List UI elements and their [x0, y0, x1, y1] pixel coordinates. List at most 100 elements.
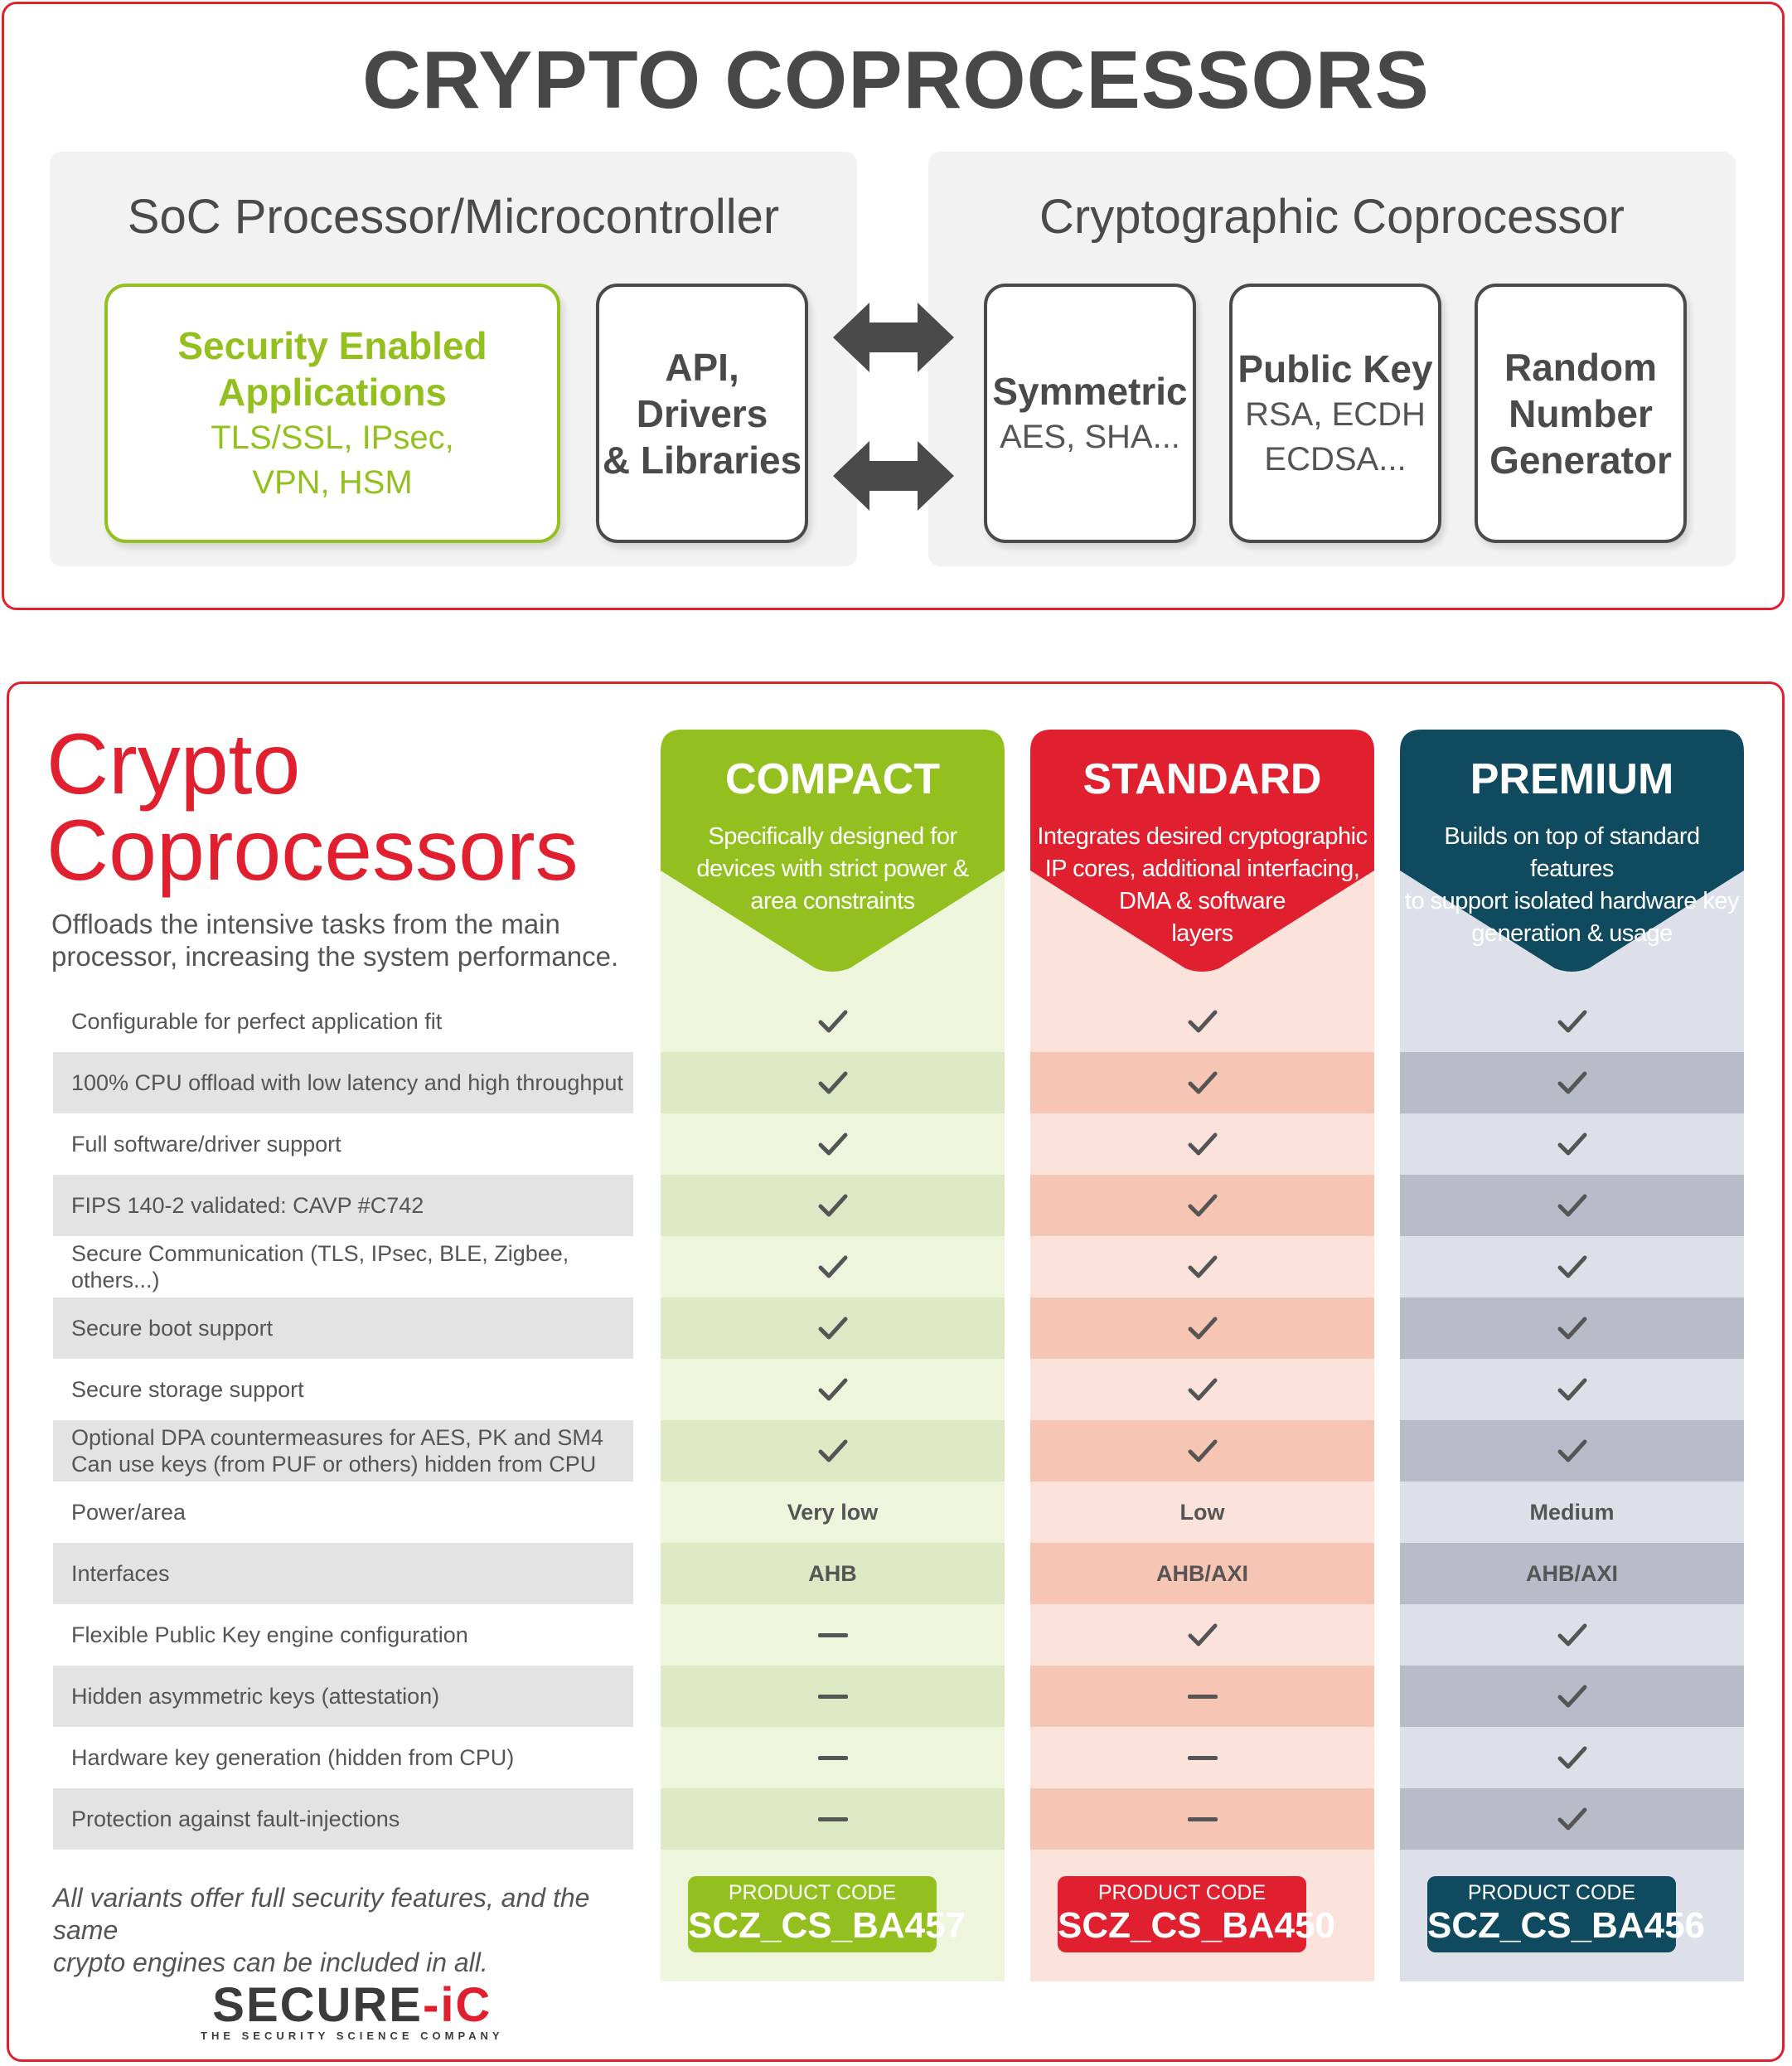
- table-cell: AHB: [661, 1543, 1005, 1604]
- api-card: API, Drivers & Libraries: [596, 284, 808, 543]
- table-cell: [1400, 991, 1744, 1052]
- check-icon: [818, 1255, 847, 1278]
- row-label-line: Full software/driver support: [71, 1132, 341, 1157]
- table-cell: [661, 1175, 1005, 1236]
- cell-value: AHB/AXI: [1525, 1560, 1618, 1586]
- table-cell: [1030, 1727, 1374, 1788]
- row-label-text: Secure storage support: [71, 1376, 304, 1403]
- table-cell: [1400, 1604, 1744, 1666]
- check-icon: [1557, 1378, 1586, 1401]
- symmetric-card: Symmetric AES, SHA...: [984, 284, 1196, 543]
- table-cell: [1030, 1052, 1374, 1113]
- comparison-title-2: Coprocessors: [46, 803, 579, 899]
- company-logo: SECURE-iC THE SECURITY SCIENCE COMPANY: [201, 1977, 504, 2042]
- cell-value: Medium: [1529, 1499, 1615, 1525]
- cell-value: Low: [1179, 1499, 1225, 1525]
- table-cell: [1400, 1666, 1744, 1727]
- rng-line-2: Number: [1509, 391, 1653, 435]
- symmetric-sub: AES, SHA...: [1000, 418, 1180, 455]
- pk-sub-2: ECDSA...: [1264, 440, 1407, 478]
- logo-mark: -iC: [423, 1978, 492, 2032]
- product-code-label: PRODUCT CODE: [1467, 1881, 1636, 1904]
- check-icon: [1188, 1378, 1217, 1401]
- row-label-line: Interfaces: [71, 1561, 170, 1586]
- product-code-value: SCZ_CS_BA457: [688, 1905, 966, 1946]
- row-label-text: Configurable for perfect application fit: [71, 1008, 442, 1035]
- table-cell: [1030, 1175, 1374, 1236]
- table-cell: [661, 991, 1005, 1052]
- security-title-2: Applications: [217, 370, 448, 414]
- api-line-3: & Libraries: [602, 438, 802, 482]
- product-code-label: PRODUCT CODE: [1097, 1881, 1267, 1904]
- double-arrow-icon: [833, 441, 954, 511]
- footnote-line-2: crypto engines can be included in all.: [53, 1947, 488, 1977]
- row-label: FIPS 140-2 validated: CAVP #C742: [53, 1175, 633, 1236]
- row-label: Hidden asymmetric keys (attestation): [53, 1666, 633, 1727]
- security-apps-card: Security Enabled Applications TLS/SSL, I…: [104, 284, 560, 543]
- row-label-line: Power/area: [71, 1500, 186, 1525]
- row-label-line: Hardware key generation (hidden from CPU…: [71, 1745, 515, 1770]
- table-cell: [1400, 1297, 1744, 1359]
- table-cell: [1400, 1052, 1744, 1113]
- table-cell: AHB/AXI: [1030, 1543, 1374, 1604]
- column-description-line: generation & usage: [1471, 920, 1673, 947]
- rng-card: Random Number Generator: [1475, 284, 1687, 543]
- table-cell: [1030, 1604, 1374, 1666]
- column-description-line: DMA & software: [1119, 888, 1286, 914]
- table-cell: [1400, 1727, 1744, 1788]
- dash-icon: [817, 1694, 848, 1699]
- comparison-subtitle: Offloads the intensive tasks from the ma…: [51, 909, 619, 972]
- table-cell: [661, 1420, 1005, 1482]
- check-icon: [1188, 1317, 1217, 1340]
- column-description-line: Builds on top of standard features: [1444, 823, 1700, 882]
- table-cell: Medium: [1400, 1482, 1744, 1543]
- table-cell: [661, 1788, 1005, 1850]
- table-cell: Very low: [661, 1482, 1005, 1543]
- security-sub-2: VPN, HSM: [252, 463, 413, 501]
- check-icon: [1557, 1010, 1586, 1033]
- row-label: Protection against fault-injections: [53, 1788, 633, 1850]
- table-cell: [1030, 1420, 1374, 1482]
- table-cell: [661, 1236, 1005, 1297]
- check-icon: [1188, 1439, 1217, 1462]
- check-icon: [1557, 1746, 1586, 1769]
- check-icon: [1188, 1071, 1217, 1094]
- column-description-line: devices with strict power &: [696, 856, 969, 882]
- row-label-text: Hidden asymmetric keys (attestation): [71, 1683, 439, 1710]
- row-label-text: Optional DPA countermeasures for AES, PK…: [71, 1424, 603, 1477]
- row-label: Hardware key generation (hidden from CPU…: [53, 1727, 633, 1788]
- table-cell: [1400, 1175, 1744, 1236]
- row-label: 100% CPU offload with low latency and hi…: [53, 1052, 633, 1113]
- pk-sub-1: RSA, ECDH: [1245, 395, 1426, 433]
- check-icon: [1188, 1132, 1217, 1156]
- table-cell: [661, 1666, 1005, 1727]
- api-line-1: API,: [665, 345, 739, 389]
- table-cell: [1400, 1788, 1744, 1850]
- footnote-line-1: All variants offer full security feature…: [53, 1883, 590, 1945]
- security-title-1: Security Enabled: [177, 323, 487, 367]
- logo-tagline: THE SECURITY SCIENCE COMPANY: [201, 2030, 504, 2042]
- column-header-shape: [661, 730, 1005, 972]
- rng-line-1: Random: [1504, 345, 1657, 389]
- row-label: Interfaces: [53, 1543, 633, 1604]
- check-icon: [818, 1378, 847, 1401]
- row-label-text: Hardware key generation (hidden from CPU…: [71, 1744, 514, 1771]
- check-icon: [1188, 1010, 1217, 1033]
- row-label-line: Hidden asymmetric keys (attestation): [71, 1684, 440, 1709]
- check-icon: [1557, 1132, 1586, 1156]
- table-cell: [661, 1604, 1005, 1666]
- check-icon: [1557, 1623, 1586, 1646]
- logo-word: SECURE: [212, 1978, 423, 2032]
- coprocessor-title: Cryptographic Coprocessor: [1039, 190, 1625, 244]
- row-label-text: Protection against fault-injections: [71, 1806, 400, 1832]
- row-label: Flexible Public Key engine configuration: [53, 1604, 633, 1666]
- check-icon: [1188, 1255, 1217, 1278]
- row-label-line: 100% CPU offload with low latency and hi…: [71, 1070, 623, 1095]
- architecture-panel: [2, 2, 1785, 610]
- column-header-shape: [1400, 730, 1744, 972]
- table-cell: [661, 1359, 1005, 1420]
